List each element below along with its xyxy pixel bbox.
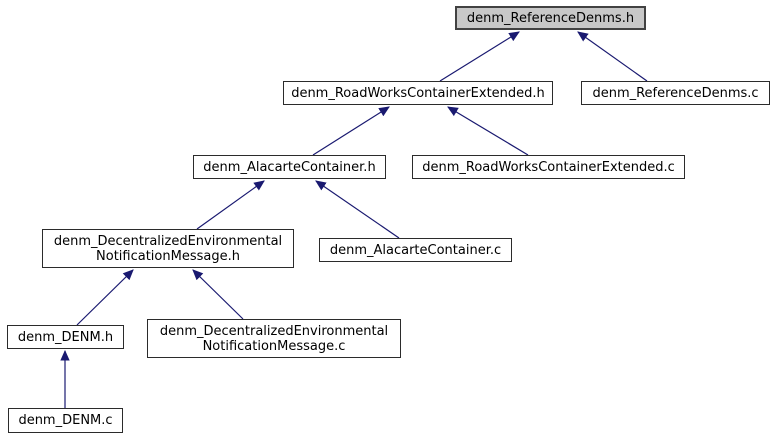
node-denm-roadworkscontainerextended-c[interactable]: denm_RoadWorksContainerExtended.c <box>412 155 685 179</box>
node-label: denm_DENM.c <box>18 413 113 428</box>
node-label: denm_AlacarteContainer.c <box>329 242 502 258</box>
node-denm-alacartecontainer-c[interactable]: denm_AlacarteContainer.c <box>319 238 512 262</box>
node-label: denm_ReferenceDenms.c <box>592 85 759 101</box>
node-label: denm_AlacarteContainer.h <box>203 159 376 175</box>
edge-alacartec-to-alacarteh <box>315 180 400 239</box>
node-label: denm_ReferenceDenms.h <box>466 10 635 26</box>
edge-denmh-to-decentralizedh <box>76 269 134 326</box>
node-denm-roadworkscontainerextended-h[interactable]: denm_RoadWorksContainerExtended.h <box>283 81 553 105</box>
node-denm-denm-c[interactable]: denm_DENM.c <box>8 408 123 433</box>
node-denm-referencedenms-h[interactable]: denm_ReferenceDenms.h <box>455 6 646 30</box>
node-denm-denm-h[interactable]: denm_DENM.h <box>7 325 124 349</box>
edge-roadworksh-to-referencedenmsh <box>439 31 520 82</box>
node-denm-referencedenms-c[interactable]: denm_ReferenceDenms.c <box>581 81 770 105</box>
node-label-line2: NotificationMessage.h <box>96 248 240 264</box>
edge-referencedenmsc-to-referencedenmsh <box>577 31 648 82</box>
edge-alacarteh-to-roadworksh <box>312 106 390 156</box>
edge-decentralizedc-to-decentralizedh <box>192 269 244 320</box>
edge-roadworksc-to-roadworksh <box>447 106 529 156</box>
node-label-line1: denm_DecentralizedEnvironmental <box>159 323 389 339</box>
node-label-line2: NotificationMessage.c <box>202 338 346 354</box>
node-label-line1: denm_DecentralizedEnvironmental <box>53 233 283 249</box>
node-denm-alacartecontainer-h[interactable]: denm_AlacarteContainer.h <box>193 155 386 179</box>
node-denm-decentralizedenvironmentalnotificationmessage-c[interactable]: denm_DecentralizedEnvironmental Notifica… <box>147 319 401 358</box>
node-label: denm_RoadWorksContainerExtended.h <box>291 85 545 101</box>
edge-decentralizedh-to-alacarteh <box>196 180 265 230</box>
node-label: denm_RoadWorksContainerExtended.c <box>422 159 675 175</box>
node-denm-decentralizedenvironmentalnotificationmessage-h[interactable]: denm_DecentralizedEnvironmental Notifica… <box>42 229 294 268</box>
node-label: denm_DENM.h <box>17 329 114 345</box>
